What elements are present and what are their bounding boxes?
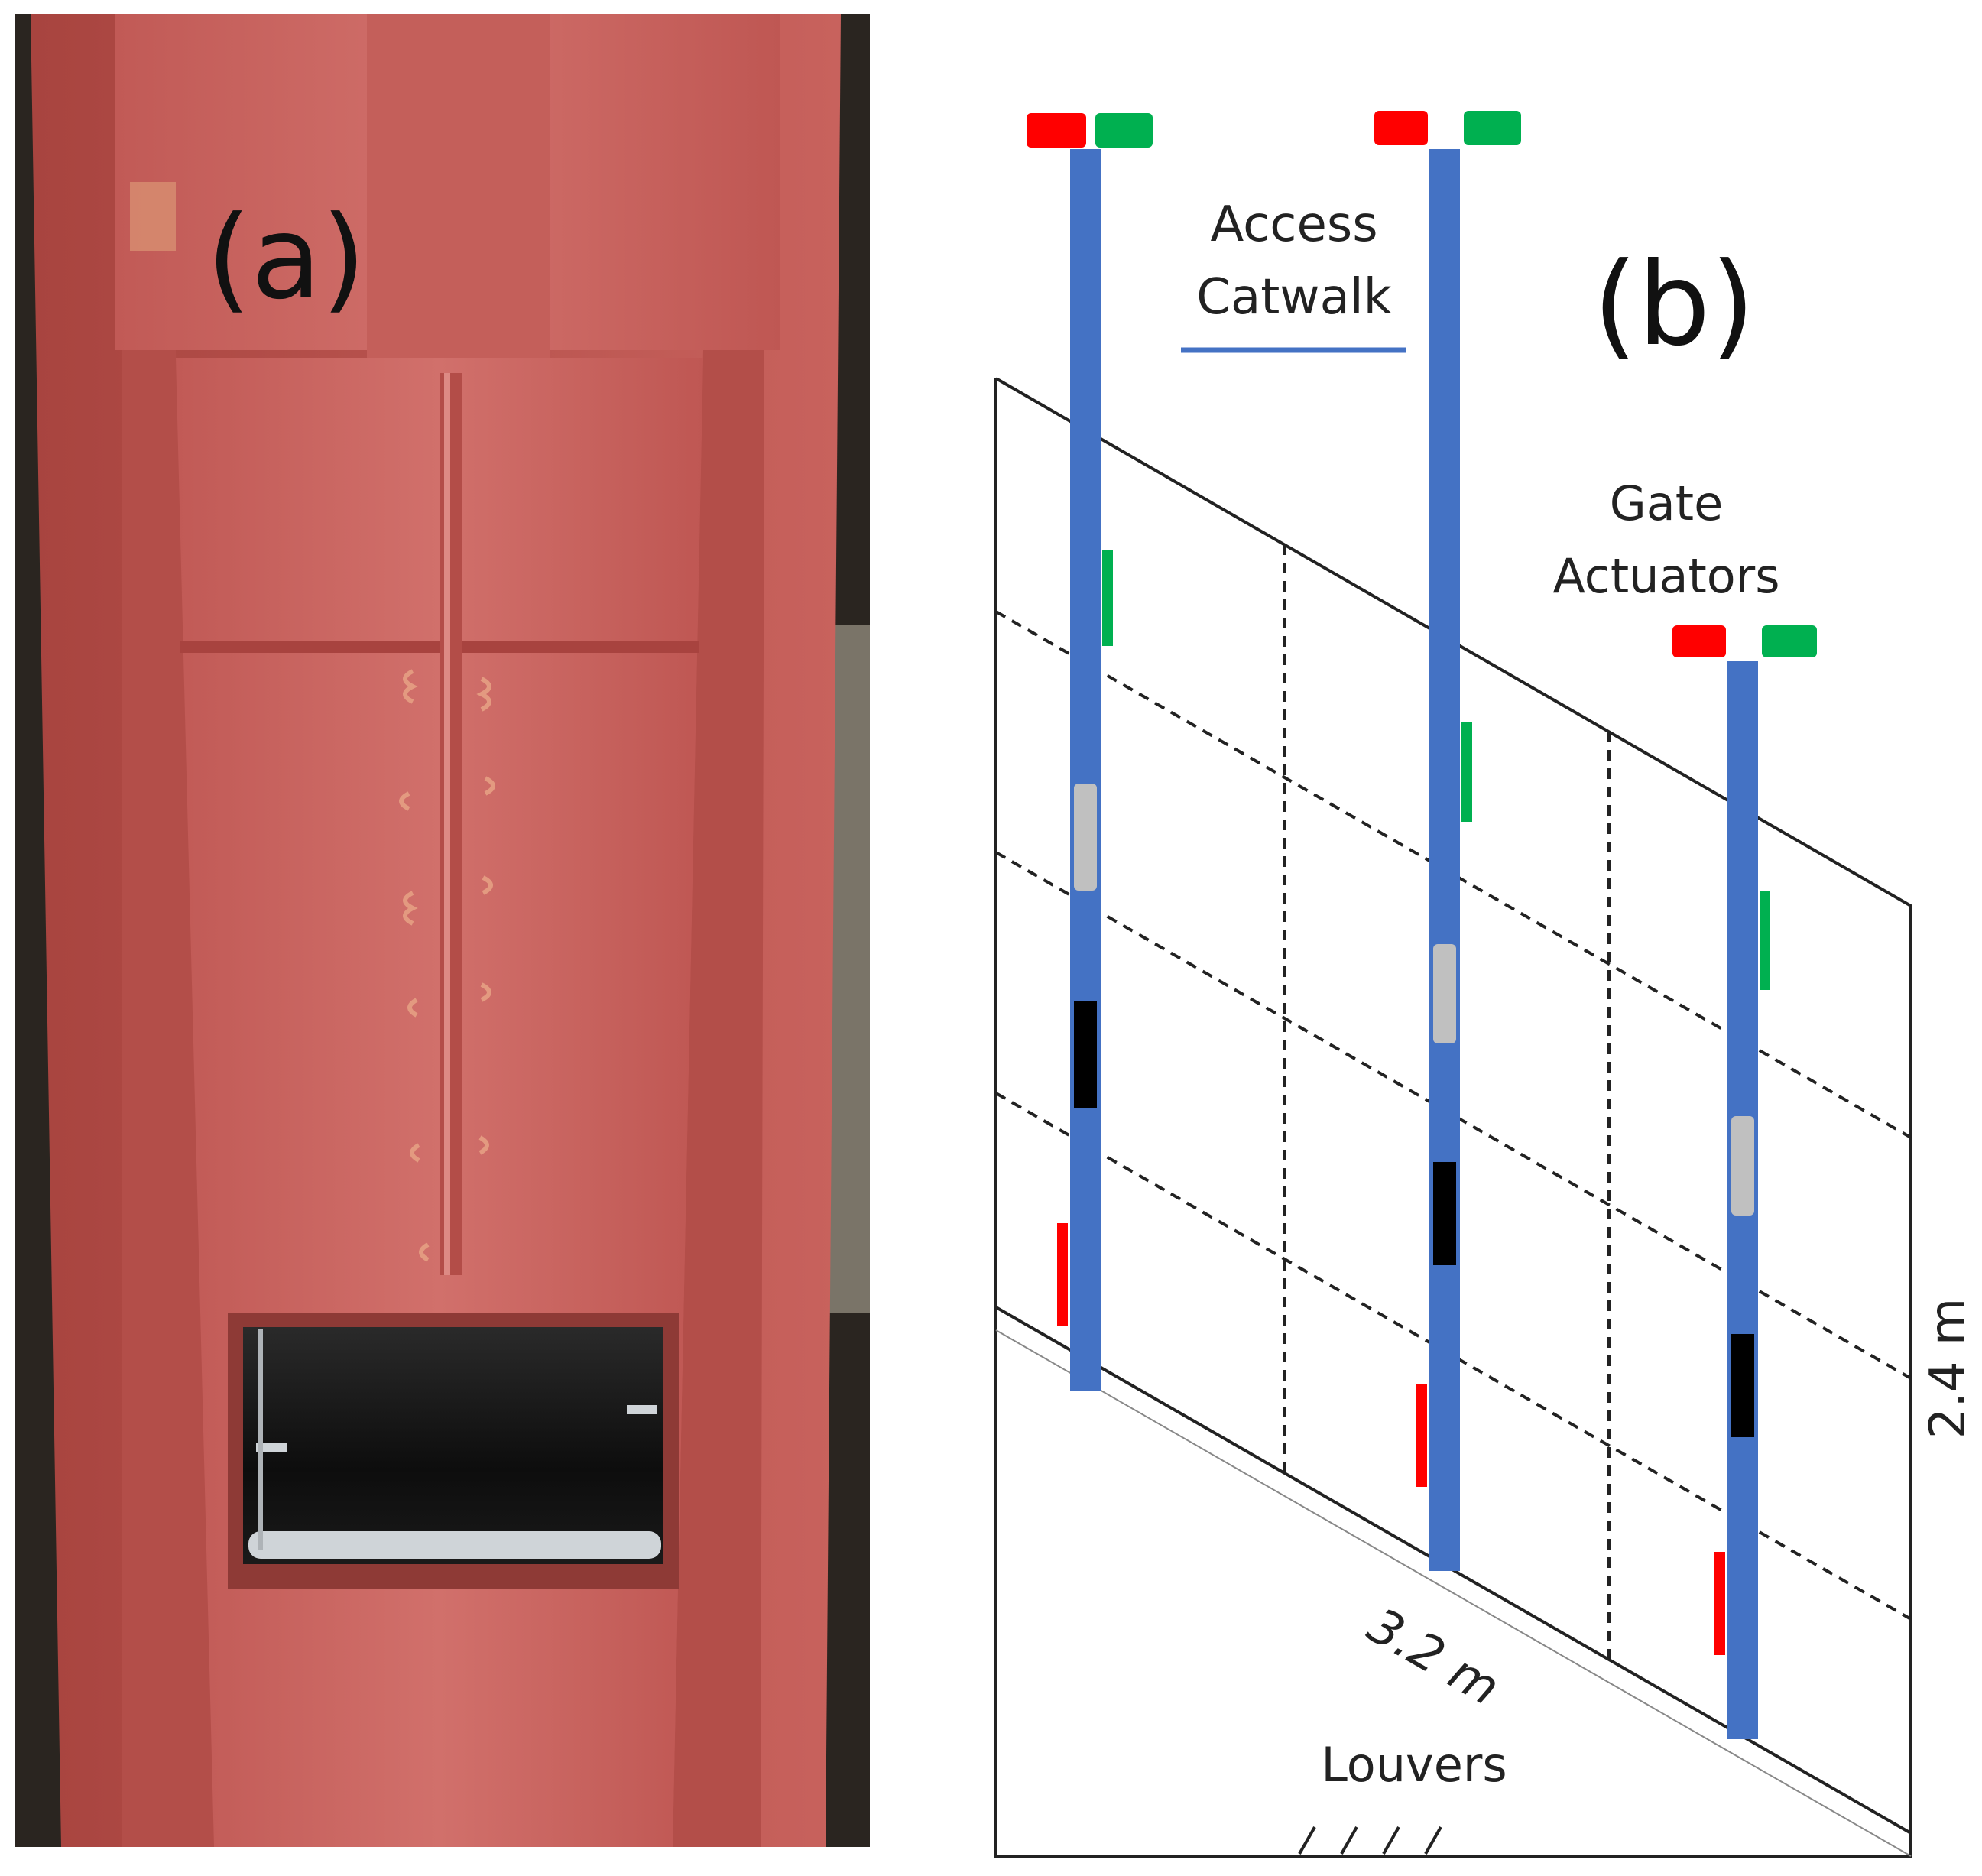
- green-indicator-3: [1762, 625, 1817, 657]
- rod-highlight: [444, 373, 450, 1275]
- red-indicator-2: [1374, 111, 1428, 145]
- louvers-label: Louvers: [1321, 1737, 1507, 1793]
- catwalk-post-1: [1070, 149, 1101, 1391]
- width-dimension-label: 3.2 m: [1358, 1598, 1509, 1717]
- grey-marker-1: [1074, 784, 1097, 891]
- access-catwalk-label-line2: Catwalk: [1196, 269, 1391, 326]
- red-indicator-1: [1027, 113, 1086, 148]
- gate-actuators-label-line1: Gate: [1610, 475, 1724, 531]
- green-marker-2: [1461, 722, 1472, 822]
- green-marker-3: [1760, 891, 1770, 990]
- opening-sill: [248, 1531, 661, 1559]
- black-marker-1: [1074, 1001, 1097, 1108]
- gate-actuators-label-line2: Actuators: [1552, 548, 1779, 604]
- gate-rod: [440, 373, 462, 1275]
- green-indicator-2: [1464, 111, 1521, 145]
- access-catwalk-label-line1: Access: [1210, 196, 1377, 253]
- green-indicator-1: [1095, 113, 1153, 148]
- left-channel: [122, 350, 214, 1847]
- height-dimension-label: 2.4 m: [1920, 1298, 1977, 1439]
- gate-photo: [15, 14, 870, 1847]
- catwalk-post-2: [1429, 149, 1460, 1571]
- black-marker-3: [1731, 1334, 1754, 1437]
- panel-grid: [995, 544, 1912, 1660]
- red-marker-3: [1714, 1552, 1725, 1655]
- gate-opening: [243, 1327, 663, 1564]
- panel-b-label: (b): [1593, 239, 1755, 372]
- grey-marker-2: [1433, 944, 1456, 1043]
- red-indicator-3: [1672, 625, 1726, 657]
- weld-beads: [399, 669, 495, 1262]
- louvers-hatch: [1298, 1826, 1442, 1855]
- gate-actuator-1: [1027, 113, 1153, 1391]
- panel-a-label: (a): [206, 192, 366, 325]
- red-marker-1: [1057, 1223, 1068, 1326]
- sun-glare: [130, 182, 176, 251]
- gate-actuator-3: [1672, 625, 1817, 1739]
- grey-marker-3: [1731, 1116, 1754, 1216]
- opening-bolt-left: [256, 1443, 287, 1452]
- center-post: [367, 14, 550, 358]
- gate-actuator-2: [1374, 111, 1521, 1571]
- black-marker-2: [1433, 1162, 1456, 1265]
- photo-panel: (a): [15, 14, 870, 1847]
- diagram-panel: Access Catwalk Gate Actuators 3.2 m 2.4 …: [955, 0, 1982, 1872]
- green-marker-1: [1102, 550, 1113, 646]
- opening-bolt-right: [627, 1405, 657, 1414]
- gate-schematic: Access Catwalk Gate Actuators 3.2 m 2.4 …: [994, 111, 1977, 1858]
- red-marker-2: [1416, 1384, 1427, 1487]
- opening-rail-left: [258, 1329, 263, 1550]
